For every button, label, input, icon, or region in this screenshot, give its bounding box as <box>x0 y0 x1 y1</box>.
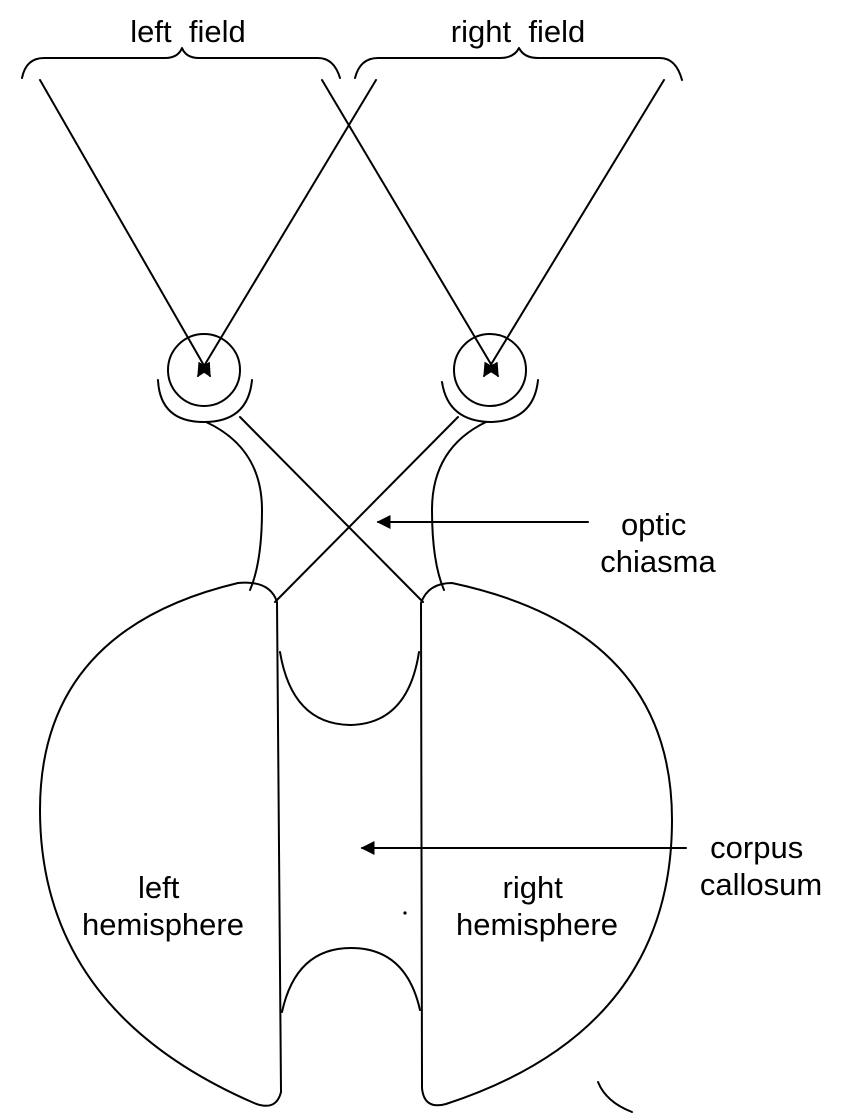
upper-ventricle-curve <box>280 652 419 725</box>
corpus-callosum-label: corpus callosum <box>700 830 822 902</box>
corpus-callosum-label-line2: callosum <box>700 867 822 902</box>
stray-dot <box>403 911 406 914</box>
left-hemisphere-label-line1: left <box>138 870 180 905</box>
left-hemisphere-label-line2: hemisphere <box>82 907 244 942</box>
lower-ventricle-curve <box>282 948 420 1012</box>
optic-chiasma-label-line1: optic <box>621 507 686 542</box>
right-field-label: right field <box>451 14 585 49</box>
left-field-label: left field <box>130 14 245 49</box>
left-hemisphere-outline <box>40 583 281 1106</box>
left-eye <box>168 334 240 406</box>
ray-left-field-to-left-eye <box>40 80 210 376</box>
right-hemisphere-label-line2: hemisphere <box>456 907 618 942</box>
stray-pen-mark <box>598 1082 632 1112</box>
corpus-callosum-label-line1: corpus <box>710 830 803 865</box>
right-hemisphere-label: right hemisphere <box>456 870 618 942</box>
ray-left-field-to-right-eye <box>322 80 498 376</box>
optic-chiasma-label: optic chiasma <box>600 507 716 579</box>
right-optic-nerve-crossing <box>275 417 458 602</box>
left-hemisphere-label: left hemisphere <box>82 870 244 942</box>
right-field-brace <box>355 48 682 80</box>
right-optic-nerve-outer <box>432 422 486 590</box>
right-eye-socket <box>442 380 538 422</box>
right-hemisphere-label-line1: right <box>503 870 564 905</box>
right-hemisphere-outline <box>421 583 672 1105</box>
optic-chiasma-label-line2: chiasma <box>600 544 716 579</box>
left-optic-nerve-crossing <box>240 417 423 602</box>
left-optic-nerve-outer <box>206 422 262 590</box>
left-field-brace <box>22 48 340 78</box>
right-eye <box>454 334 526 406</box>
ray-right-field-to-right-eye <box>484 80 664 376</box>
